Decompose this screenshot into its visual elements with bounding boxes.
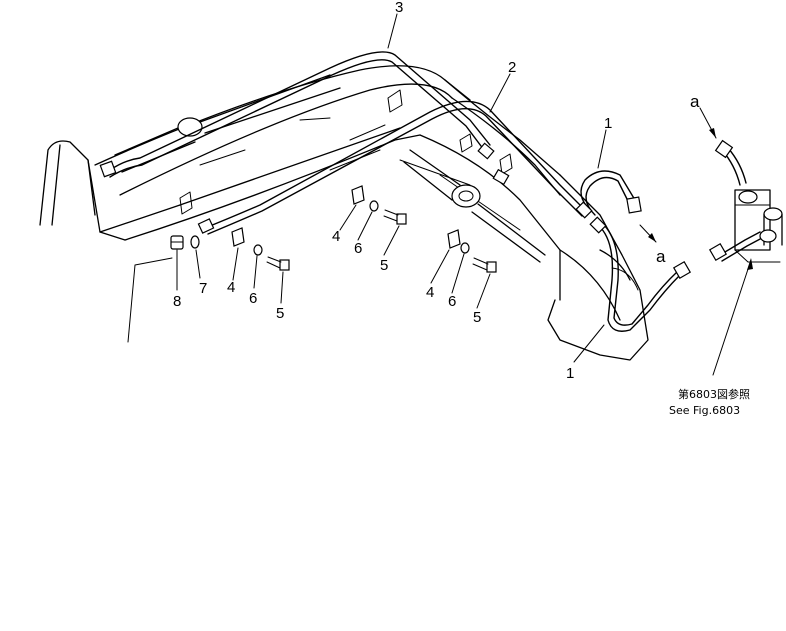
callout-4-mid: 4	[332, 228, 340, 245]
callout-6-mid: 6	[354, 240, 362, 257]
washer-6-left	[253, 244, 263, 256]
callout-4-left: 4	[227, 279, 235, 296]
label-a-mid: a	[656, 247, 666, 266]
callout-5-right: 5	[473, 309, 481, 326]
callout-4-right: 4	[426, 284, 434, 301]
callout-6-right: 6	[448, 293, 456, 310]
clamp-4-right	[447, 229, 461, 249]
pipe-2	[204, 100, 586, 235]
callout-7: 7	[199, 280, 207, 297]
callout-1-top: 1	[604, 115, 612, 132]
bolt-5-right	[472, 257, 497, 273]
pipe-3	[109, 51, 491, 178]
callout-2: 2	[508, 59, 516, 76]
bolt-5-mid	[383, 209, 407, 225]
arrowheads	[648, 128, 753, 270]
boom-body	[39, 65, 649, 361]
label-a-top: a	[690, 92, 700, 111]
callout-5-mid: 5	[380, 257, 388, 274]
pipe-1	[580, 170, 681, 332]
callout-3: 3	[395, 0, 403, 16]
callout-1-bottom: 1	[566, 365, 574, 382]
callout-8: 8	[173, 293, 181, 310]
valve-unit	[734, 189, 783, 263]
pipe-fittings	[99, 139, 734, 280]
washer-6-mid	[369, 200, 379, 212]
reference-note-jp: 第6803図参照	[678, 387, 750, 401]
o-ring-7	[190, 235, 200, 249]
nut-8	[170, 235, 184, 250]
bolt-5-left	[266, 256, 290, 271]
reference-note-en: See Fig.6803	[669, 404, 740, 417]
clamp-4-mid	[351, 185, 365, 205]
callout-5-left: 5	[276, 305, 284, 322]
callout-6-left: 6	[249, 290, 257, 307]
leader-lines	[127, 13, 752, 376]
washer-6-right	[460, 242, 470, 254]
clamp-4-left	[231, 227, 245, 247]
